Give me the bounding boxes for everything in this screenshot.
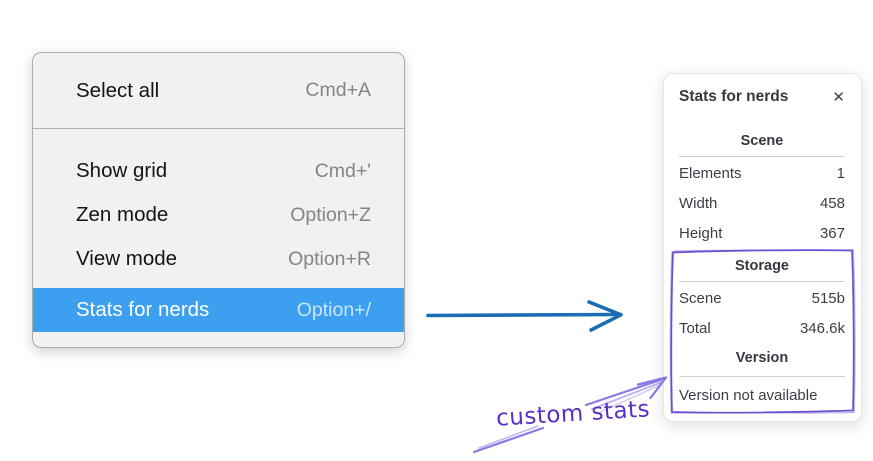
- stats-panel-header: Stats for nerds ✕: [679, 87, 845, 107]
- menu-item-shortcut: Option+Z: [290, 203, 371, 226]
- scene-section-rows: Elements 1 Width 458 Height 367: [679, 158, 845, 248]
- menu-section-bottom: Show grid Cmd+' Zen mode Option+Z View m…: [33, 129, 404, 332]
- version-section-heading: Version: [735, 350, 789, 366]
- menu-item-label: Stats for nerds: [76, 298, 210, 321]
- menu-divider: [33, 128, 404, 129]
- scene-section-heading: Scene: [740, 133, 784, 149]
- stat-value: 367: [819, 224, 845, 242]
- menu-item-shortcut: Option+R: [288, 247, 371, 270]
- stat-label: Total: [679, 319, 711, 337]
- stat-row-scene-size: Scene 515b: [679, 283, 845, 313]
- annotation-label: custom stats: [495, 396, 651, 432]
- storage-section-heading: Storage: [735, 258, 789, 274]
- menu-item-shortcut: Cmd+A: [305, 79, 371, 101]
- version-note: Version not available: [679, 387, 818, 404]
- stats-panel-title: Stats for nerds: [679, 88, 789, 105]
- section-divider: [679, 156, 845, 157]
- menu-section-top: Select all Cmd+A: [33, 53, 404, 128]
- menu-item-shortcut: Option+/: [296, 298, 371, 321]
- stat-value: 1: [836, 164, 845, 182]
- context-menu: Select all Cmd+A Show grid Cmd+' Zen mod…: [32, 52, 405, 348]
- menu-item-shortcut: Cmd+': [314, 159, 371, 182]
- stat-value: 346.6k: [799, 319, 845, 337]
- section-divider: [679, 376, 845, 377]
- stat-row-height: Height 367: [679, 218, 845, 248]
- menu-item-label: Zen mode: [76, 203, 169, 226]
- menu-item-label: Show grid: [76, 159, 168, 182]
- menu-item-stats-for-nerds[interactable]: Stats for nerds Option+/: [33, 288, 404, 332]
- menu-item-label: Select all: [76, 78, 160, 102]
- menu-item-zen-mode[interactable]: Zen mode Option+Z: [33, 193, 404, 237]
- stats-panel: Stats for nerds ✕ Scene Elements 1 Width…: [663, 73, 862, 422]
- section-divider: [679, 281, 845, 282]
- stat-row-elements: Elements 1: [679, 158, 845, 188]
- menu-item-view-mode[interactable]: View mode Option+R: [33, 237, 404, 281]
- stat-row-total-size: Total 346.6k: [679, 313, 845, 343]
- stat-value: 515b: [811, 289, 845, 307]
- menu-item-select-all[interactable]: Select all Cmd+A: [33, 53, 404, 128]
- close-icon[interactable]: ✕: [832, 88, 845, 106]
- stat-label: Width: [679, 194, 718, 212]
- storage-section-rows: Scene 515b Total 346.6k: [679, 283, 845, 343]
- menu-item-label: View mode: [76, 247, 178, 270]
- stat-label: Elements: [679, 164, 742, 182]
- stat-label: Scene: [679, 289, 722, 307]
- stat-row-width: Width 458: [679, 188, 845, 218]
- flow-arrow: [426, 300, 623, 332]
- stat-value: 458: [819, 194, 845, 212]
- menu-item-show-grid[interactable]: Show grid Cmd+': [33, 149, 404, 193]
- stat-label: Height: [679, 224, 723, 242]
